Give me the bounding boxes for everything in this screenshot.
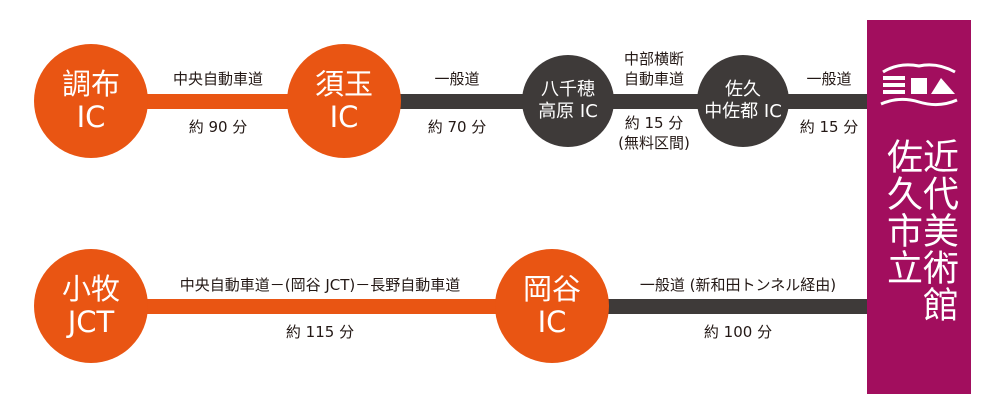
node-saku-nakasato-ic: 佐久 中佐都 IC bbox=[697, 55, 789, 147]
route2-local-road-line bbox=[550, 299, 870, 314]
museum-logo-icon bbox=[880, 63, 958, 107]
museum-name-line1: 佐久市立 bbox=[881, 138, 922, 286]
museum-name-line2: 近代美術館 bbox=[917, 138, 958, 323]
segment-note: (無料区間) bbox=[618, 133, 690, 152]
segment-road-label: 中央自動車道 bbox=[172, 70, 264, 88]
node-label: 高原 IC bbox=[538, 101, 598, 122]
route1-local-road-line bbox=[360, 94, 870, 109]
segment-road-label: 中部横断 自動車道 bbox=[624, 50, 684, 89]
segment-time-label: 約 15 分 (無料区間) bbox=[618, 114, 690, 153]
segment-time-label: 約 90 分 bbox=[188, 118, 248, 136]
node-label: 小牧 bbox=[61, 271, 120, 306]
segment-road-line2: 自動車道 bbox=[623, 69, 685, 88]
node-label: 八千穂 bbox=[541, 78, 595, 100]
node-chofu-ic: 調布 IC bbox=[34, 44, 148, 158]
node-label: 調布 bbox=[61, 66, 120, 101]
segment-road-label: 一般道 bbox=[434, 70, 480, 88]
segment-time-label: 約 15 分 bbox=[799, 118, 859, 136]
node-label: IC bbox=[329, 100, 359, 134]
segment-road-line1: 中部横断 bbox=[623, 50, 685, 68]
museum-name: 佐久市立 近代美術館 bbox=[867, 138, 971, 388]
segment-time: 約 15 分 bbox=[624, 114, 684, 132]
destination-museum-box: 佐久市立 近代美術館 bbox=[867, 20, 971, 394]
node-label: IC bbox=[537, 305, 567, 339]
route2-expressway-line bbox=[110, 299, 550, 314]
segment-time-label: 約 100 分 bbox=[703, 323, 773, 341]
node-yachiho-kogen-ic: 八千穂 高原 IC bbox=[522, 55, 614, 147]
node-label: 佐久 bbox=[725, 78, 761, 100]
segment-road-label: 中央自動車道－(岡谷 JCT)－長野自動車道 bbox=[179, 276, 461, 294]
node-label: 中佐都 IC bbox=[704, 101, 782, 122]
node-label: 須玉 bbox=[314, 66, 373, 101]
node-okaya-ic: 岡谷 IC bbox=[495, 249, 609, 363]
segment-time-label: 約 70 分 bbox=[427, 118, 487, 136]
segment-road-label: 一般道 bbox=[806, 70, 852, 88]
node-komaki-jct: 小牧 JCT bbox=[34, 249, 148, 363]
segment-time-label: 約 115 分 bbox=[285, 323, 355, 341]
node-label: 岡谷 bbox=[522, 271, 581, 306]
node-label: IC bbox=[76, 100, 106, 134]
node-sudama-ic: 須玉 IC bbox=[287, 44, 401, 158]
segment-road-label: 一般道 (新和田トンネル経由) bbox=[639, 276, 837, 294]
node-label: JCT bbox=[67, 305, 115, 339]
